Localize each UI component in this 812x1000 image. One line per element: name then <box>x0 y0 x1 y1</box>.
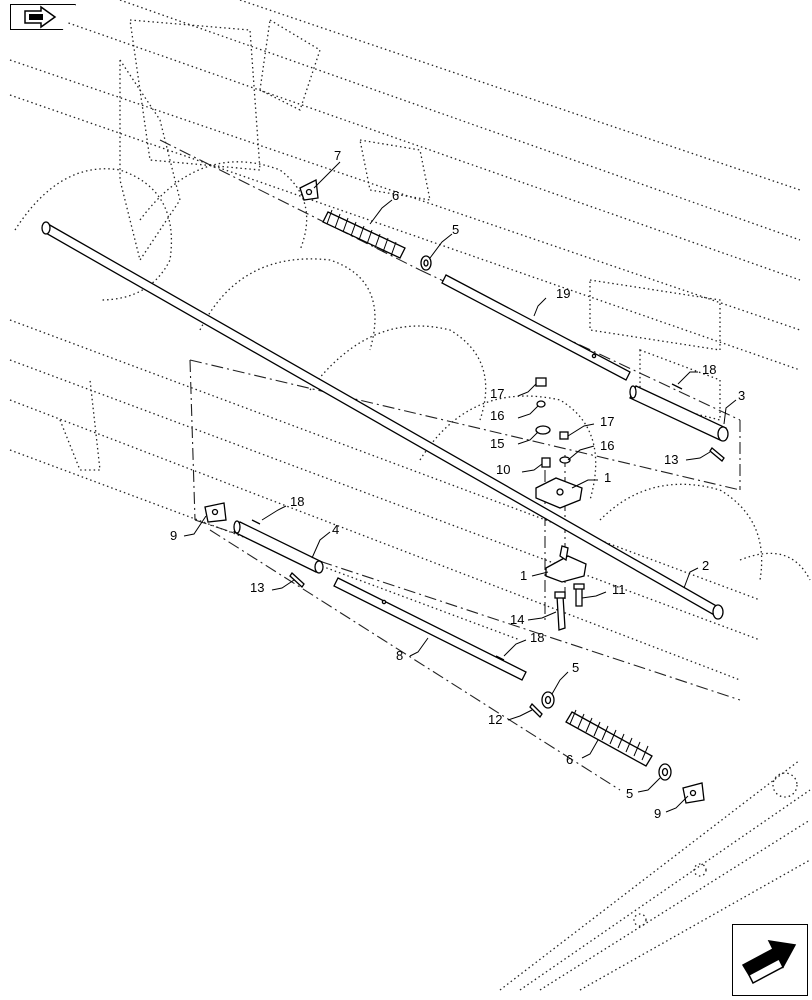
lower-bracket-part-9 <box>204 502 227 523</box>
lower-washer-part-5-right <box>658 763 672 781</box>
callout-13-lower: 13 <box>250 580 264 595</box>
callout-11: 11 <box>612 582 626 597</box>
previous-page-arrow-icon <box>24 5 57 29</box>
callout-3: 3 <box>738 388 745 403</box>
callout-8: 8 <box>396 648 403 663</box>
bolt-part-13-upper <box>709 447 725 462</box>
assembly-centerlines <box>159 139 741 791</box>
pin-part-18-lower-left <box>251 519 261 525</box>
bolt-part-11 <box>573 583 585 607</box>
callout-5-upper: 5 <box>452 222 459 237</box>
upper-tube-part-3 <box>629 385 729 442</box>
callout-6-upper: 6 <box>392 188 399 203</box>
callout-labels: 7 6 5 19 18 3 17 16 15 17 16 10 13 1 9 1… <box>170 148 745 821</box>
callout-15: 15 <box>490 436 504 451</box>
callout-17-left: 17 <box>490 386 504 401</box>
callout-5-lower-right: 5 <box>626 786 633 801</box>
callout-19: 19 <box>556 286 570 301</box>
bolt-part-12 <box>529 702 543 719</box>
callout-4: 4 <box>332 522 339 537</box>
fastener-stack <box>535 377 571 468</box>
bolt-part-14 <box>554 591 566 631</box>
upper-shaft-part-19 <box>441 274 631 381</box>
callout-16-left: 16 <box>490 408 504 423</box>
lower-tube-part-4 <box>233 520 324 574</box>
next-page-arrow-icon <box>741 940 797 985</box>
callout-17-right: 17 <box>600 414 614 429</box>
pin-part-18-lower-right <box>495 655 505 661</box>
callout-18-lower-right: 18 <box>530 630 544 645</box>
upper-clamp-part-1 <box>535 477 583 509</box>
main-rod-part-2 <box>41 221 724 620</box>
callout-5-lower-left: 5 <box>572 660 579 675</box>
callout-12: 12 <box>488 712 502 727</box>
callout-10: 10 <box>496 462 510 477</box>
upper-spring-part-6 <box>322 209 406 259</box>
upper-washer-part-5 <box>420 255 432 271</box>
callout-1-upper: 1 <box>604 470 611 485</box>
callout-7: 7 <box>334 148 341 163</box>
leader-lines <box>183 161 737 813</box>
auger-flighting <box>14 161 811 581</box>
lower-shaft-part-8 <box>333 577 527 681</box>
callout-6-lower: 6 <box>566 752 573 767</box>
lower-clamp-part-1 <box>545 545 587 583</box>
lower-washer-part-5-left <box>541 691 555 709</box>
header-frame-outline <box>9 0 801 681</box>
callout-13-upper: 13 <box>664 452 678 467</box>
upper-bracket-part-7 <box>299 179 319 201</box>
lower-spring-part-6 <box>565 709 653 767</box>
bolt-part-13-lower <box>289 572 305 588</box>
callout-14: 14 <box>510 612 524 627</box>
cutter-bar-outline <box>499 759 811 991</box>
lower-bracket-part-9-right <box>682 782 705 804</box>
next-page-button[interactable] <box>732 924 808 996</box>
callout-18-lower-left: 18 <box>290 494 304 509</box>
callout-1-lower: 1 <box>520 568 527 583</box>
callout-9-right: 9 <box>654 806 661 821</box>
callout-9-left: 9 <box>170 528 177 543</box>
callout-16-right: 16 <box>600 438 614 453</box>
callout-2: 2 <box>702 558 709 573</box>
callout-18-upper: 18 <box>702 362 716 377</box>
pin-part-18-upper <box>671 383 683 390</box>
